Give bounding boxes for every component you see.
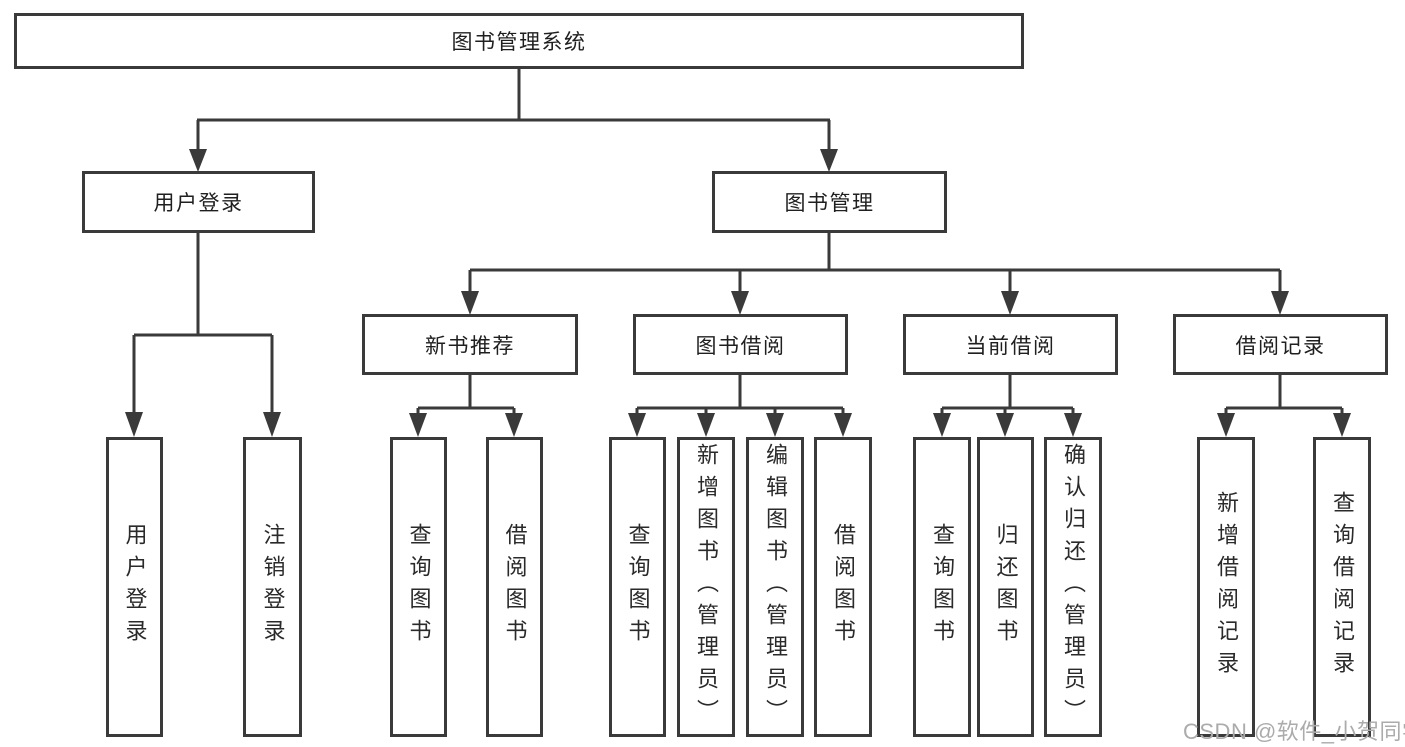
- node-user-login-branch: 用户登录: [82, 171, 315, 233]
- node-label: 注销登录: [260, 523, 286, 651]
- leaf-add-books-admin: 新增图书（管理员）: [677, 437, 735, 737]
- arrowhead: [1001, 291, 1019, 315]
- connector-arrowheads: [125, 149, 1351, 437]
- node-label: 归还图书: [993, 523, 1019, 651]
- leaf-query-books-recommend: 查询图书: [390, 437, 447, 737]
- node-current-borrowing: 当前借阅: [903, 314, 1118, 375]
- node-label: 用户登录: [153, 192, 244, 215]
- node-label: 借阅图书: [831, 523, 856, 651]
- leaf-return-books: 归还图书: [977, 437, 1034, 737]
- arrowhead: [1064, 413, 1082, 437]
- node-book-borrowing: 图书借阅: [633, 314, 848, 375]
- leaf-query-books-current: 查询图书: [913, 437, 971, 737]
- node-label: 用户登录: [122, 523, 148, 651]
- leaf-borrow-books-recommend: 借阅图书: [486, 437, 543, 737]
- node-label: 借阅记录: [1235, 334, 1326, 358]
- node-label: 图书管理: [784, 192, 875, 215]
- arrowhead: [409, 413, 427, 437]
- node-label: 新增图书（管理员）: [694, 443, 719, 731]
- node-label: 查询借阅记录: [1330, 491, 1355, 683]
- node-label: 编辑图书（管理员）: [763, 443, 788, 731]
- node-label: 图书借阅: [695, 334, 786, 358]
- arrowhead: [628, 413, 646, 437]
- arrowhead: [461, 291, 479, 315]
- arrowhead: [263, 412, 281, 437]
- node-label: 图书管理系统: [451, 31, 587, 54]
- arrowhead: [996, 413, 1014, 437]
- leaf-logout: 注销登录: [243, 437, 302, 737]
- leaf-add-borrow-record: 新增借阅记录: [1197, 437, 1255, 737]
- node-label: 查询图书: [930, 523, 955, 651]
- arrowhead: [766, 413, 784, 437]
- leaf-confirm-return-admin: 确认归还（管理员）: [1044, 437, 1102, 737]
- node-book-management-branch: 图书管理: [712, 171, 947, 233]
- arrowhead: [697, 413, 715, 437]
- leaf-borrow-books: 借阅图书: [814, 437, 872, 737]
- node-new-book-recommend: 新书推荐: [362, 314, 578, 375]
- arrowhead: [505, 413, 523, 437]
- node-library-system-root: 图书管理系统: [14, 13, 1024, 69]
- node-label: 新增借阅记录: [1214, 491, 1239, 683]
- node-borrowing-records: 借阅记录: [1173, 314, 1388, 375]
- arrowhead: [834, 413, 852, 437]
- arrowhead: [1333, 413, 1351, 437]
- leaf-query-books-borrow: 查询图书: [609, 437, 666, 737]
- leaf-user-login: 用户登录: [106, 437, 163, 737]
- node-label: 借阅图书: [502, 523, 528, 651]
- node-label: 确认归还（管理员）: [1061, 443, 1086, 731]
- arrowhead: [731, 291, 749, 315]
- leaf-query-borrow-record: 查询借阅记录: [1313, 437, 1371, 737]
- arrowhead: [933, 413, 951, 437]
- node-label: 新书推荐: [425, 334, 515, 358]
- node-label: 查询图书: [406, 523, 432, 651]
- arrowhead: [820, 149, 838, 172]
- node-label: 查询图书: [625, 523, 651, 651]
- arrowhead: [125, 412, 143, 437]
- leaf-edit-books-admin: 编辑图书（管理员）: [746, 437, 804, 737]
- arrowhead: [1217, 413, 1235, 437]
- csdn-watermark: CSDN @软件_小贺同学: [1183, 719, 1405, 744]
- arrowhead: [1271, 291, 1289, 315]
- arrowhead: [189, 149, 207, 172]
- node-label: 当前借阅: [965, 334, 1056, 358]
